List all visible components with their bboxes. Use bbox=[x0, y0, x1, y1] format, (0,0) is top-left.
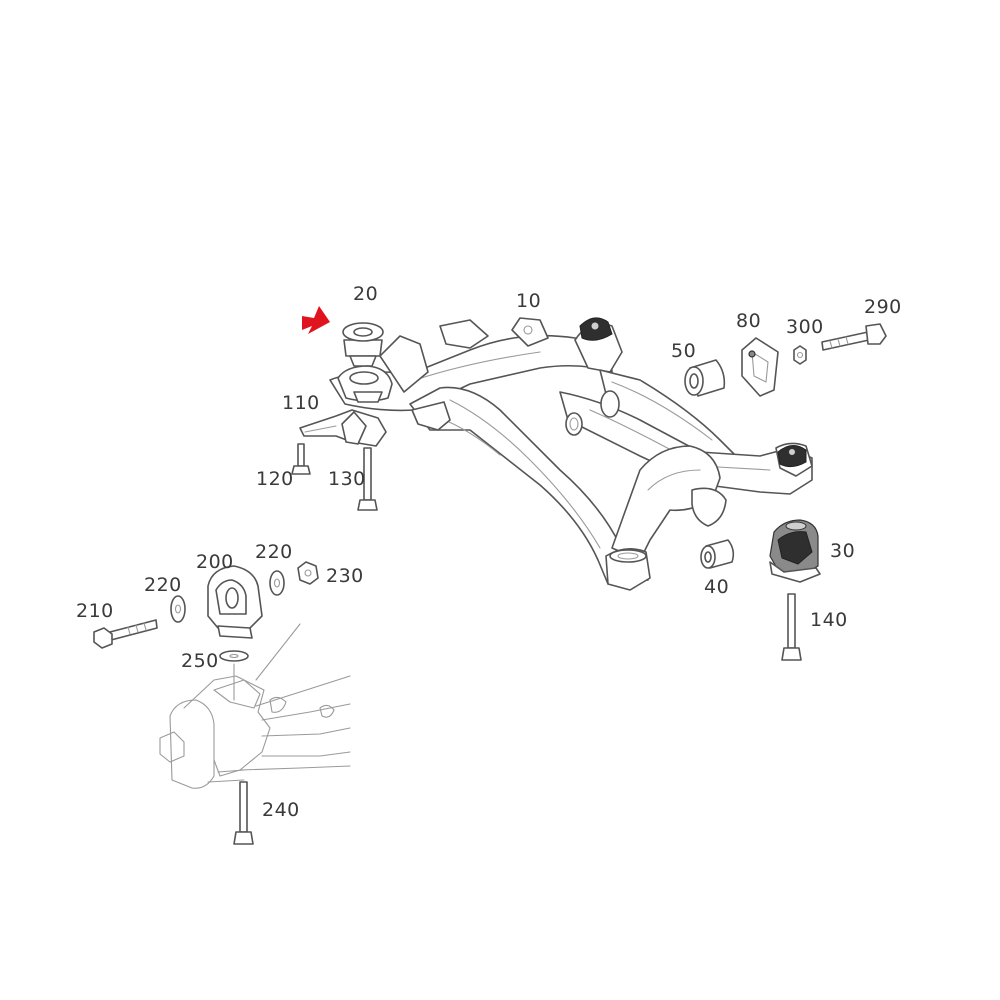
bushing-40 bbox=[700, 539, 735, 569]
callout-130: 130 bbox=[328, 468, 366, 490]
callout-240: 240 bbox=[262, 799, 300, 821]
callout-20: 20 bbox=[353, 283, 379, 305]
mount-200 bbox=[207, 565, 263, 639]
callout-110: 110 bbox=[282, 392, 320, 414]
callout-200: 200 bbox=[196, 551, 234, 573]
callout-10: 10 bbox=[516, 290, 542, 312]
callout-220b: 220 bbox=[255, 541, 293, 563]
bolt-290 bbox=[821, 323, 887, 351]
callout-250: 250 bbox=[181, 650, 219, 672]
callout-120: 120 bbox=[256, 468, 294, 490]
washer-220b bbox=[269, 570, 285, 596]
callout-140: 140 bbox=[810, 609, 848, 631]
callout-300: 300 bbox=[786, 316, 824, 338]
red-arrow-icon bbox=[302, 306, 330, 334]
nut-300 bbox=[793, 345, 807, 365]
callout-30: 30 bbox=[830, 540, 856, 562]
washer-220a bbox=[170, 595, 186, 623]
mount-80 bbox=[741, 337, 779, 397]
subframe-10 bbox=[329, 317, 813, 591]
callout-50: 50 bbox=[671, 340, 697, 362]
bolt-240 bbox=[233, 781, 254, 845]
bushing-50 bbox=[684, 359, 726, 397]
bushing-mount-left bbox=[337, 365, 393, 403]
bracket-110 bbox=[299, 409, 387, 447]
bolt-120 bbox=[291, 443, 311, 475]
callout-80: 80 bbox=[736, 310, 762, 332]
callout-210: 210 bbox=[76, 600, 114, 622]
callout-290: 290 bbox=[864, 296, 902, 318]
washer-250 bbox=[219, 650, 249, 662]
bushing-20 bbox=[342, 322, 384, 367]
callout-40: 40 bbox=[704, 576, 730, 598]
bolt-210 bbox=[93, 619, 158, 649]
callout-220a: 220 bbox=[144, 574, 182, 596]
callout-230: 230 bbox=[326, 565, 364, 587]
bolt-140 bbox=[781, 593, 802, 661]
axle-housing-outline bbox=[159, 623, 351, 789]
nut-230 bbox=[297, 561, 319, 585]
mount-30 bbox=[769, 519, 821, 583]
bolt-130 bbox=[357, 447, 378, 511]
